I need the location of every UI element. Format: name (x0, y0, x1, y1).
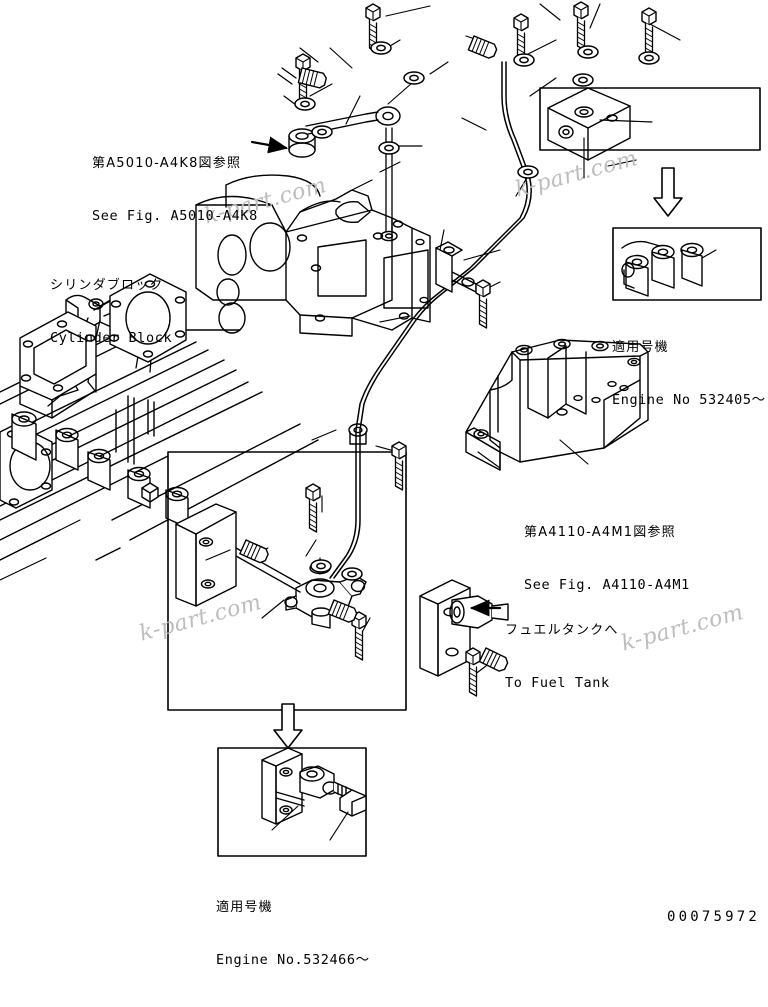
label-engine-no-532466: 適用号機 Engine No.532466〜 (216, 862, 370, 1007)
diagram-linework (0, 1, 762, 857)
label-jp: 第A4110-A4M1図参照 (524, 524, 676, 540)
callout-rectangles (167, 87, 761, 711)
label-cylinder-block: シリンダブロック Cylinder Block (50, 240, 172, 385)
mounting-plate (175, 503, 301, 607)
label-en: Engine No 532405〜 (612, 391, 766, 408)
label-ref-a4110-a4m1: 第A4110-A4M1図参照 See Fig. A4110-A4M1 (524, 487, 690, 632)
cylinder-block-casting (0, 273, 319, 581)
fasteners (141, 1, 660, 697)
label-en: Cylinder Block (50, 329, 173, 346)
tube-clamp-lower (348, 423, 368, 445)
parts-diagram-sheet: k-part.com k-part.com k-part.com k-part.… (0, 1, 766, 968)
label-jp: 適用号機 (216, 899, 273, 915)
label-jp: 適用号機 (612, 339, 669, 355)
label-en: See Fig. A4110-A4M1 (524, 576, 690, 593)
label-en: Engine No.532466〜 (216, 951, 370, 968)
pipe-tail-top (277, 67, 297, 85)
drawing-number: 00075972 (666, 909, 760, 925)
inset-bracket-detail (261, 747, 367, 825)
fuel-pump-mounting-bracket (465, 338, 649, 471)
fuel-line-tube (329, 61, 532, 579)
label-jp: シリンダブロック (50, 277, 164, 293)
inset-fitting-detail (621, 240, 717, 297)
label-engine-no-532405: 適用号機 Engine No 532405〜 (612, 302, 766, 447)
label-jp: 第A5010-A4K8図参照 (92, 155, 242, 171)
label-en: To Fuel Tank (505, 674, 610, 691)
label-ref-a5010-a4k8: 第A5010-A4K8図参照 See Fig. A5010-A4K8 (92, 118, 258, 263)
cylinder-head-casting (195, 174, 431, 337)
label-en: See Fig. A5010-A4K8 (92, 207, 258, 224)
label-jp: フュエルタンクへ (505, 622, 619, 638)
junction-block (547, 87, 631, 161)
label-to-fuel-tank: フュエルタンクへ To Fuel Tank (505, 585, 619, 730)
flow-arrows (250, 136, 683, 749)
